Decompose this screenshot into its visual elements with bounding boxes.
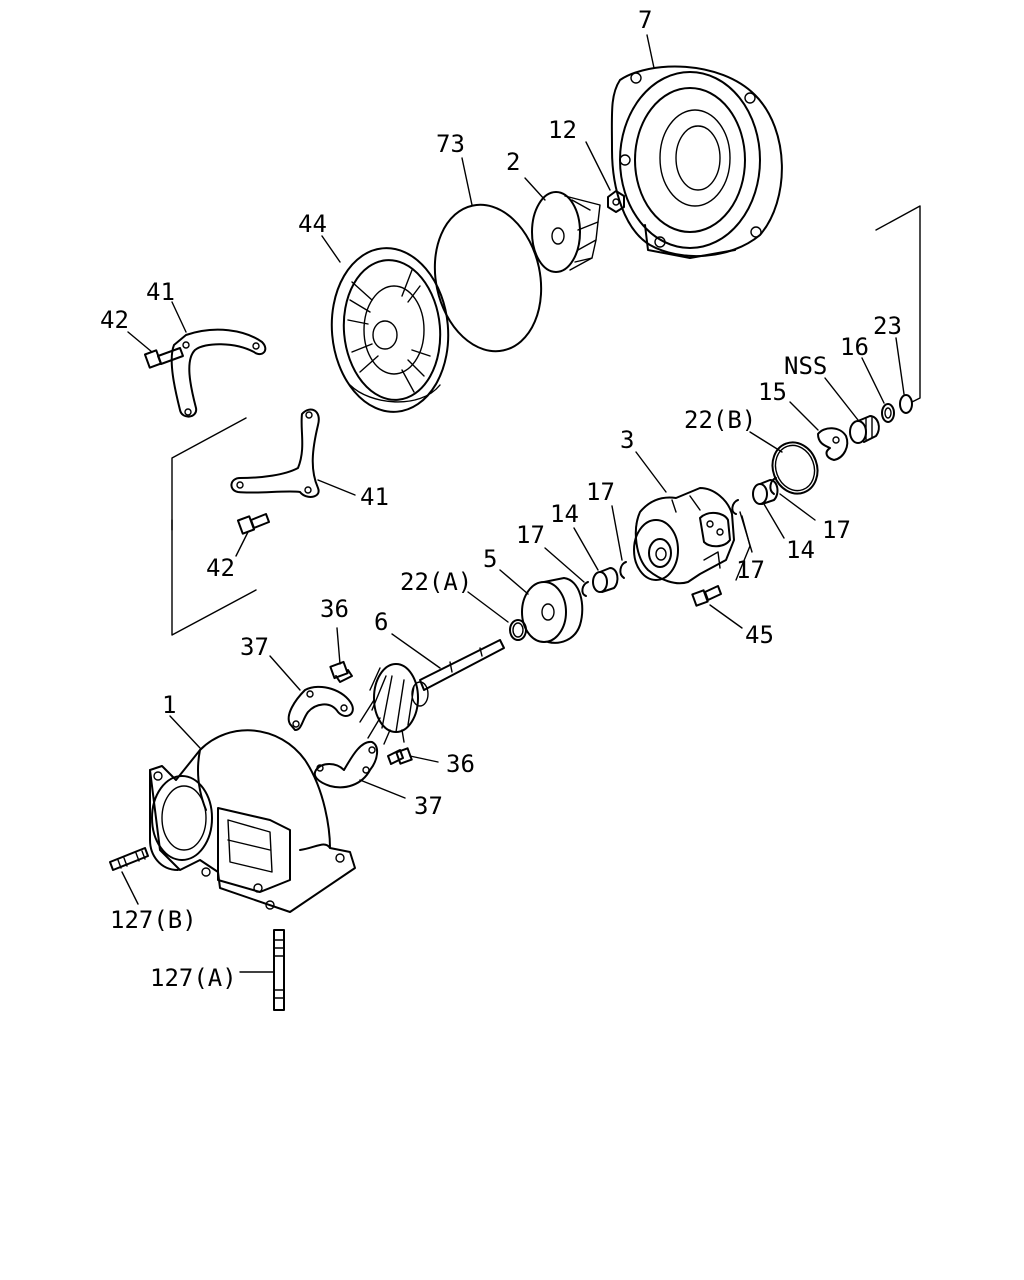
part-73-o-ring[interactable]: [422, 195, 554, 361]
part-37-clamp-upper[interactable]: [287, 685, 354, 731]
part-127b-stud[interactable]: [109, 847, 149, 871]
label-42-lower: 42: [206, 554, 235, 582]
part-36-bolt-upper[interactable]: [329, 660, 353, 683]
part-3-bearing-housing[interactable]: [633, 487, 735, 585]
label-17-right-lower: 17: [736, 556, 765, 584]
label-127a: 127(A): [150, 964, 237, 992]
part-14-journal-bearing-left[interactable]: [592, 567, 619, 593]
part-5-insert[interactable]: [521, 577, 584, 644]
part-37-clamp-lower[interactable]: [313, 740, 378, 789]
part-17-snap-ring-right-lower[interactable]: [731, 499, 739, 515]
label-15: 15: [758, 378, 787, 406]
part-41-clamp-plate-lower[interactable]: [230, 408, 320, 498]
part-nss-thrust-collar[interactable]: [849, 415, 880, 444]
part-2-compressor-wheel[interactable]: [531, 191, 601, 273]
part-1-turbine-housing[interactable]: [149, 729, 356, 913]
label-17-left-b: 17: [516, 521, 545, 549]
label-5: 5: [483, 545, 497, 573]
part-42-bolt-upper[interactable]: [143, 347, 184, 369]
part-127a-stud[interactable]: [273, 929, 285, 1011]
label-36-lower: 36: [446, 750, 475, 778]
label-45: 45: [745, 621, 774, 649]
label-36-upper: 36: [320, 595, 349, 623]
part-42-bolt-lower[interactable]: [236, 513, 270, 535]
part-17-snap-ring-left-a[interactable]: [619, 561, 627, 579]
assembly-bracket-right: [875, 205, 921, 403]
part-15-thrust-bearing[interactable]: [817, 427, 849, 461]
part-36-bolt-lower[interactable]: [387, 747, 413, 765]
label-1: 1: [162, 691, 176, 719]
label-37-upper: 37: [240, 633, 269, 661]
label-22a: 22(A): [400, 568, 472, 596]
part-17-snap-ring-right-upper[interactable]: [769, 477, 777, 495]
part-45-bolt[interactable]: [691, 585, 722, 607]
label-73: 73: [436, 130, 465, 158]
label-2: 2: [506, 148, 520, 176]
label-14-left: 14: [550, 500, 579, 528]
label-37-lower: 37: [414, 792, 443, 820]
part-14-journal-bearing-right[interactable]: [752, 479, 779, 505]
label-17-right-upper: 17: [822, 516, 851, 544]
label-22b: 22(B): [684, 406, 756, 434]
part-22a-o-ring[interactable]: [509, 619, 527, 641]
part-12-nut[interactable]: [607, 190, 625, 213]
label-127b: 127(B): [110, 906, 197, 934]
part-17-snap-ring-left-b[interactable]: [581, 581, 589, 597]
label-23: 23: [873, 312, 902, 340]
part-16-ring[interactable]: [881, 403, 895, 423]
label-6: 6: [374, 608, 388, 636]
label-14-right: 14: [786, 536, 815, 564]
label-41-upper: 41: [146, 278, 175, 306]
part-41-clamp-plate-upper[interactable]: [170, 328, 267, 418]
part-44-seal-plate[interactable]: [325, 243, 455, 416]
label-nss: NSS: [784, 352, 827, 380]
label-12: 12: [548, 116, 577, 144]
label-41-lower: 41: [360, 483, 389, 511]
label-17-left-a: 17: [586, 478, 615, 506]
assembly-bracket-left: [171, 417, 257, 636]
label-7: 7: [638, 6, 652, 34]
label-42-upper: 42: [100, 306, 129, 334]
part-23-snap-ring[interactable]: [899, 394, 913, 414]
label-44: 44: [298, 210, 327, 238]
label-16: 16: [840, 333, 869, 361]
part-6-turbine-wheel-shaft[interactable]: [359, 639, 505, 745]
part-22b-o-ring[interactable]: [765, 436, 824, 500]
label-3: 3: [620, 426, 634, 454]
part-7-compressor-housing[interactable]: [610, 65, 783, 259]
